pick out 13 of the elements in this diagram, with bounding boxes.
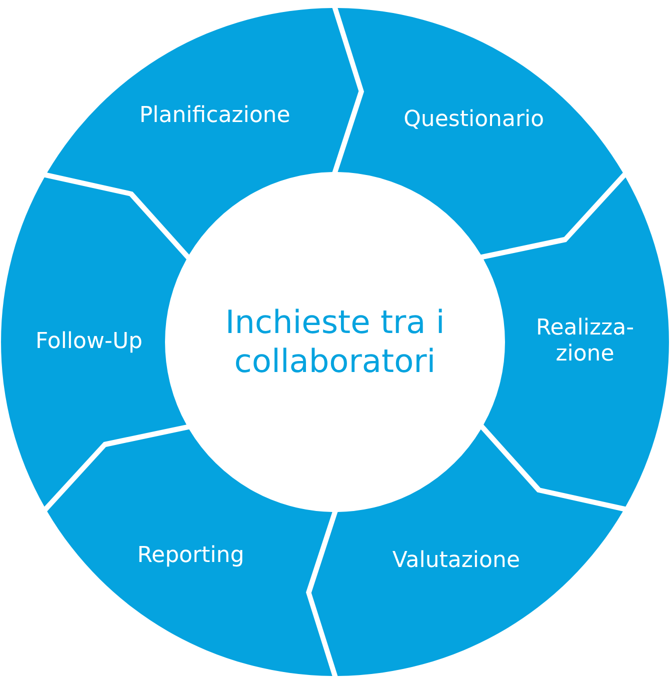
center-title: Inchieste tra i collaboratori <box>215 302 455 382</box>
ring-segment <box>47 8 359 255</box>
ring-segment <box>337 8 623 255</box>
segment-label: Questionario <box>404 106 544 133</box>
ring-segment <box>311 429 623 676</box>
segment-label: Follow-Up <box>36 328 142 356</box>
ring-segment <box>483 177 669 507</box>
ring-segment <box>47 429 333 676</box>
segment-label: Realizza- zione <box>534 316 636 368</box>
segment-label: Reporting <box>137 542 244 570</box>
ring-segment <box>1 177 187 507</box>
segment-label: Valutazione <box>392 547 520 574</box>
segment-label: Planificazione <box>139 102 290 130</box>
